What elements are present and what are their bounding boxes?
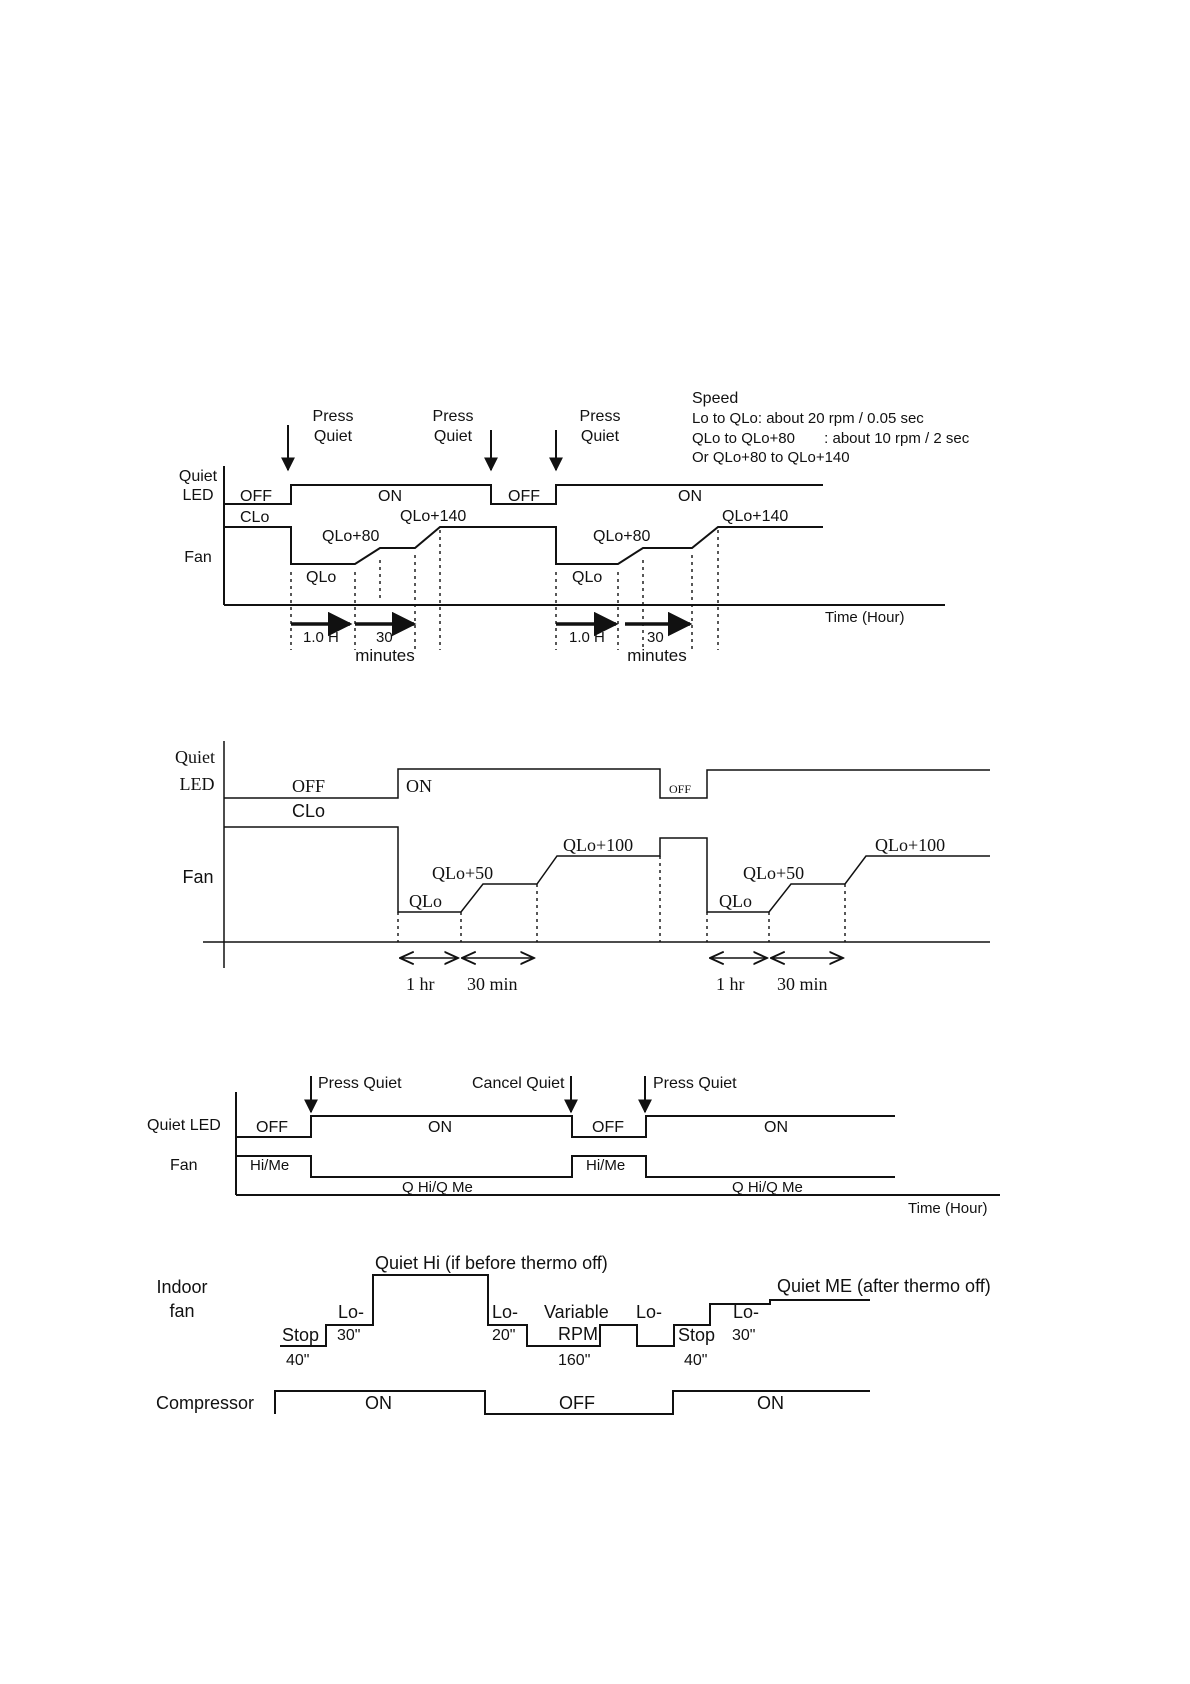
fan-clo: CLo [240,509,269,526]
quiet-led-label-a-2: Quiet [175,747,215,767]
lo-label-1: Lo- [338,1302,364,1322]
fan-qlo80-2: QLo+80 [593,528,650,545]
led-waveform-d3 [236,1115,895,1138]
diagram-quiet-mode-2: Quiet LED Fan OFF ON OFF CLo QLo QLo+50 … [175,741,990,994]
quiet-led-label-d3: Quiet LED [147,1117,221,1134]
led-waveform-2 [224,768,990,799]
led-off-small-d2: OFF [669,782,691,796]
led-on-d3-2: ON [764,1119,788,1136]
press-quiet-label-1a: Press [313,408,354,425]
quiet-hi-label: Quiet Hi (if before thermo off) [375,1253,608,1273]
led-on-d3-1: ON [428,1119,452,1136]
compressor-waveform [274,1390,870,1415]
t30-label-2: 30" [732,1327,755,1344]
rpm-label: RPM [558,1324,598,1344]
fan-qlo100-d2-1: QLo+100 [563,835,633,855]
quiet-led-label-a: Quiet [179,468,218,485]
fan-waveform-d3 [236,1155,895,1178]
fan-qlo-2: QLo [572,569,602,586]
lo-label-2: Lo- [492,1302,518,1322]
interval-label-1hr-2: 1 hr [716,974,745,994]
fan-qlo80-1: QLo+80 [322,528,379,545]
time-axis-label-1: Time (Hour) [825,609,904,626]
press-quiet-label-2b: Quiet [434,428,473,445]
time-axis-label-d3: Time (Hour) [908,1200,987,1217]
speed-note-3: Or QLo+80 to QLo+140 [692,449,850,466]
led-off-d2: OFF [292,776,325,796]
fan-qlo50-d2-1: QLo+50 [432,863,493,883]
minutes-label-2: minutes [627,646,687,665]
fan-qlo50-d2-2: QLo+50 [743,863,804,883]
fan-qlo100-d2-2: QLo+100 [875,835,945,855]
indoor-fan-label-b: fan [169,1301,194,1321]
t160-label: 160" [558,1352,590,1369]
interval-label-1hr-1: 1 hr [406,974,435,994]
fan-label-2: Fan [182,867,213,887]
led-waveform [224,484,823,505]
fan-waveform-2 [224,826,990,913]
fan-qlo140-2: QLo+140 [722,508,788,525]
fan-clo-d2: CLo [292,801,325,821]
led-off-d3-2: OFF [592,1119,624,1136]
t30-label-1: 30" [337,1327,360,1344]
diagram-quiet-mode-3: Press Quiet Cancel Quiet Press Quiet Qui… [147,1075,1000,1217]
indoor-fan-label-a: Indoor [156,1277,207,1297]
interval-label-30min-1: 30 min [467,974,518,994]
indoor-fan-waveform [280,1274,870,1347]
quiet-led-label-b: LED [182,487,213,504]
fan-qlo-1: QLo [306,569,336,586]
interval-label-30min-2: 30 min [777,974,828,994]
dur-1h-label-1: 1.0 H [303,629,339,646]
stop-label-2: Stop [678,1325,715,1345]
press-quiet-label-2a: Press [433,408,474,425]
press-quiet-label-3a: Press [580,408,621,425]
led-off-1: OFF [240,488,272,505]
fan-label: Fan [184,549,212,566]
fan-hime-d3-1: Hi/Me [250,1157,289,1174]
variable-label: Variable [544,1302,609,1322]
t40-label-2: 40" [684,1352,707,1369]
led-off-d3-1: OFF [256,1119,288,1136]
dur-30-label-1: 30 [376,629,393,646]
led-on-1: ON [378,488,402,505]
dur-1h-label-2: 1.0 H [569,629,605,646]
speed-note-2: QLo to QLo+80 : about 10 rpm / 2 sec [692,430,970,447]
fan-qlo140-1: QLo+140 [400,508,466,525]
led-off-2: OFF [508,488,540,505]
quiet-me-label: Quiet ME (after thermo off) [777,1276,991,1296]
led-on-2: ON [678,488,702,505]
comp-on-1: ON [365,1393,392,1413]
press-quiet-label-3b: Quiet [581,428,620,445]
diagram-indoor-fan-compressor: Indoor fan Quiet Hi (if before thermo of… [156,1253,991,1415]
speed-heading: Speed [692,390,738,407]
press-quiet-label-1b: Quiet [314,428,353,445]
t20-label: 20" [492,1327,515,1344]
press-quiet-label-d3-1: Press Quiet [318,1075,402,1092]
compressor-label: Compressor [156,1393,254,1413]
comp-on-2: ON [757,1393,784,1413]
speed-note-1: Lo to QLo: about 20 rpm / 0.05 sec [692,410,924,427]
diagram-quiet-mode-1: Press Quiet Press Quiet Press Quiet Spee… [179,390,970,665]
fan-qlo-d2-2: QLo [719,891,752,911]
minutes-label-1: minutes [355,646,415,665]
press-quiet-label-d3-2: Press Quiet [653,1075,737,1092]
led-on-d2: ON [406,776,432,796]
quiet-led-label-b-2: LED [180,774,215,794]
stop-label-1: Stop [282,1325,319,1345]
fan-qhi-d3-1: Q Hi/Q Me [402,1179,473,1196]
fan-label-d3: Fan [170,1157,198,1174]
fan-waveform [224,526,823,565]
fan-qlo-d2-1: QLo [409,891,442,911]
comp-off: OFF [559,1393,595,1413]
t40-label-1: 40" [286,1352,309,1369]
lo-label-3: Lo- [636,1302,662,1322]
cancel-quiet-label-d3: Cancel Quiet [472,1075,565,1092]
fan-qhi-d3-2: Q Hi/Q Me [732,1179,803,1196]
fan-hime-d3-2: Hi/Me [586,1157,625,1174]
lo-label-4: Lo- [733,1302,759,1322]
dur-30-label-2: 30 [647,629,664,646]
